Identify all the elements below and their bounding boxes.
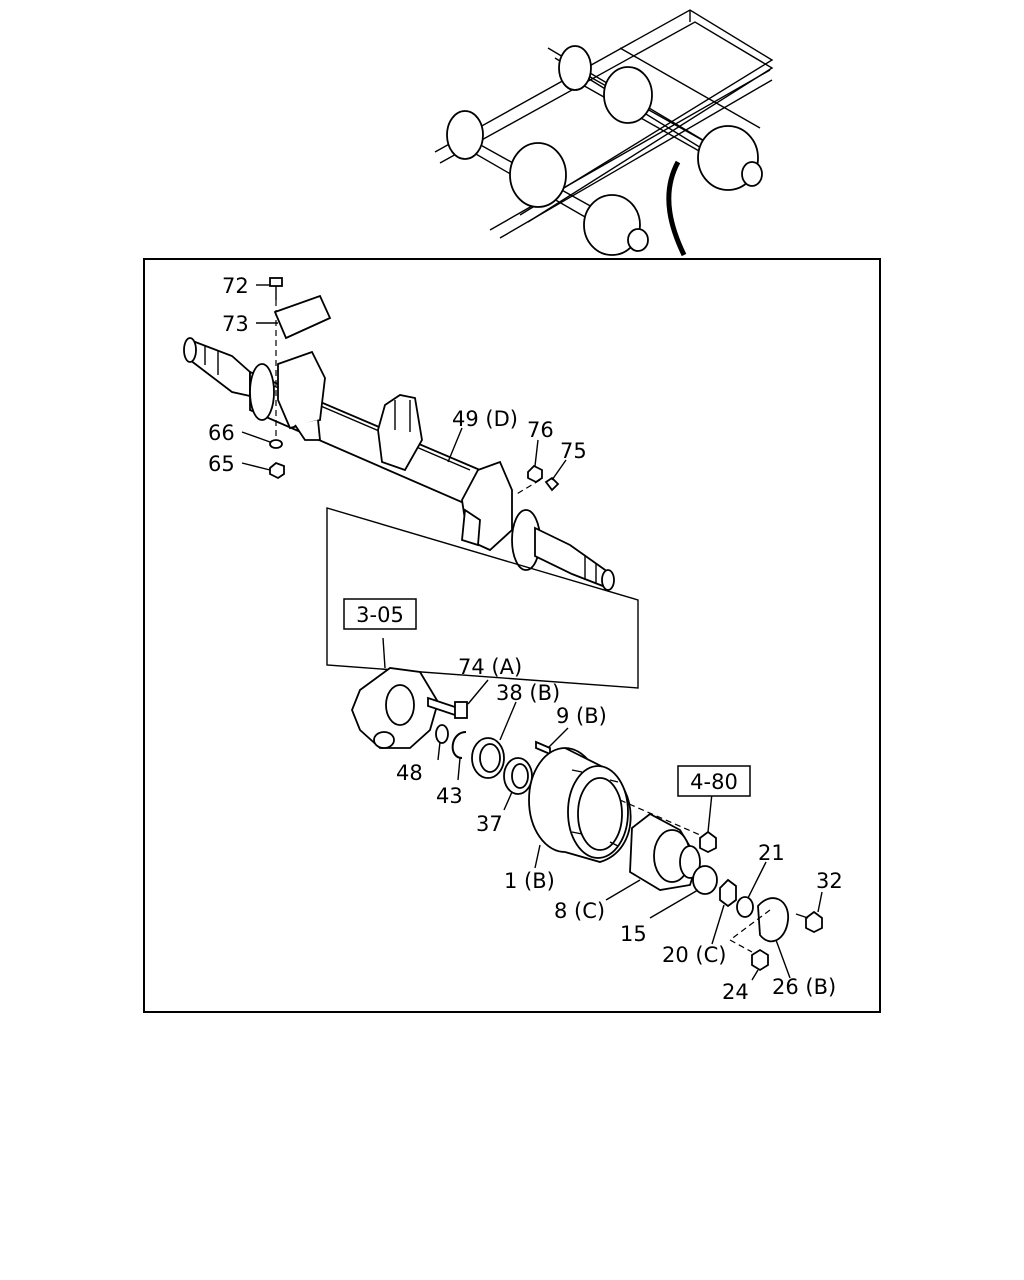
- callout-24: 24: [722, 980, 749, 1004]
- callout-8: 8 (C): [554, 899, 605, 923]
- ref-box-3-05-label: 3-05: [356, 603, 404, 627]
- bolt-74: [427, 696, 468, 719]
- callout-66: 66: [208, 421, 235, 445]
- callout-74: 74 (A): [458, 655, 522, 679]
- callout-38: 38 (B): [496, 681, 560, 705]
- nut-4-80: [699, 830, 717, 854]
- ref-box-4-80-label: 4-80: [690, 770, 738, 794]
- callout-75: 75: [560, 439, 587, 463]
- callout-20: 20 (C): [662, 943, 726, 967]
- bearing-37: [503, 757, 533, 795]
- callout-43: 43: [436, 784, 463, 808]
- callout-1: 1 (B): [504, 869, 555, 893]
- callout-48: 48: [396, 761, 423, 785]
- callout-73: 73: [222, 312, 249, 336]
- callout-9: 9 (B): [556, 704, 607, 728]
- callout-15: 15: [620, 922, 647, 946]
- washer-48: [435, 724, 449, 744]
- assembly-outline: [326, 507, 639, 689]
- hub-end-parts: [692, 865, 823, 972]
- callout-65: 65: [208, 452, 235, 476]
- callout-37: 37: [476, 812, 503, 836]
- callout-72: 72: [222, 274, 249, 298]
- axle-beam: [183, 337, 615, 591]
- snap-ring-43: [451, 731, 467, 759]
- vehicle-chassis-overview: [434, 9, 774, 257]
- ref-box-4-80[interactable]: 4-80: [677, 765, 751, 797]
- callout-21: 21: [758, 841, 785, 865]
- knuckle-bracket: [351, 637, 439, 749]
- brake-drum-1: [528, 747, 632, 863]
- callout-labels: 72 73 66 65 49 (D) 76 75 74 (A) 38 (B) 9…: [208, 274, 843, 1004]
- callout-32: 32: [816, 869, 843, 893]
- callout-76: 76: [527, 418, 554, 442]
- callout-49: 49 (D): [452, 407, 518, 431]
- ref-box-3-05[interactable]: 3-05: [343, 598, 417, 630]
- callout-26: 26 (B): [772, 975, 836, 999]
- small-fasteners-75-76: [514, 464, 560, 496]
- seal-38: [471, 737, 505, 779]
- leader-lines: [241, 284, 823, 981]
- detail-frame: [143, 258, 881, 1013]
- hub-8: [619, 799, 701, 891]
